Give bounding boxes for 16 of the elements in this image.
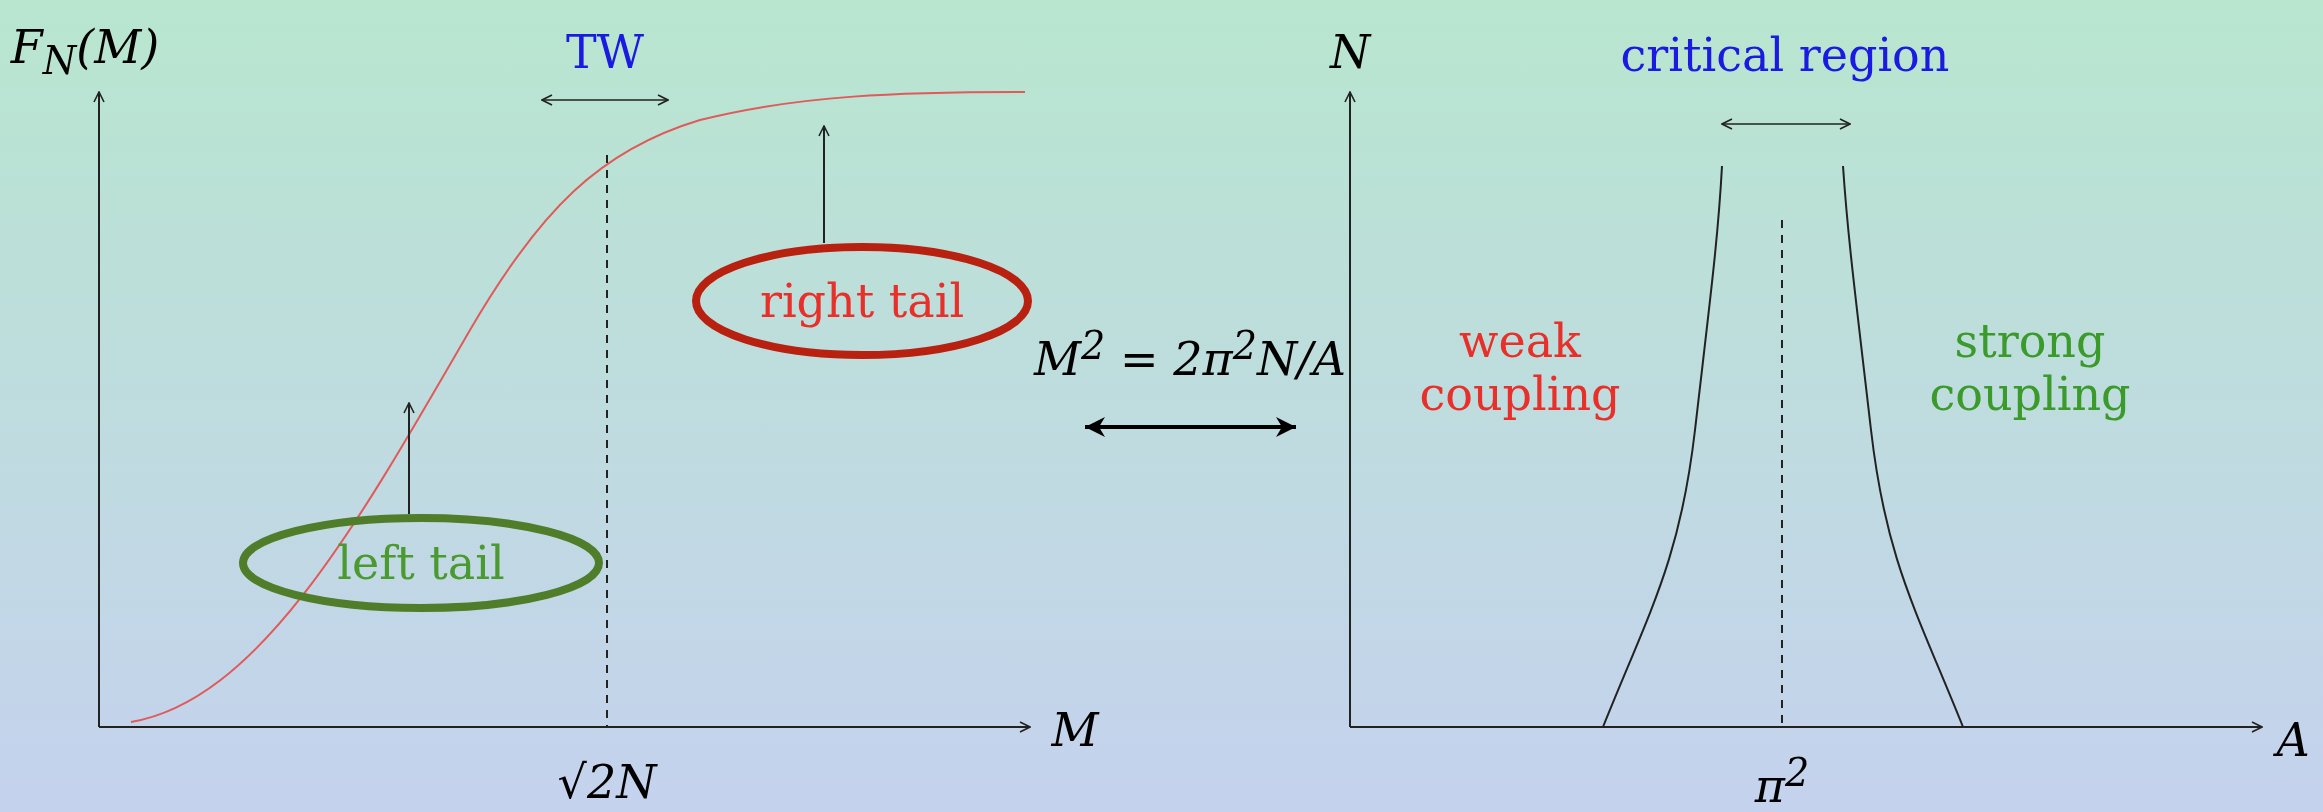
axis-label: N: [1329, 25, 1371, 79]
axis-label: F$_{N}$(M): [10, 21, 160, 83]
axis-label: M: [1051, 703, 1099, 757]
leader-arrow: [818, 125, 830, 244]
region-label: critical region: [1620, 28, 1950, 82]
leader-arrow: [403, 402, 415, 515]
tail-label: right tail: [759, 274, 965, 328]
region-label: weak coupling: [1418, 315, 1622, 421]
range-label: TW: [566, 25, 644, 79]
tick-label: √2N: [557, 755, 657, 809]
ellipse-node: [238, 513, 604, 613]
tick-label: π$^{2}$: [1754, 750, 1810, 812]
region-label: strong coupling: [1928, 315, 2132, 421]
equation: M$^{2}$ = 2π$^{2}$N/A: [1033, 323, 1347, 387]
tail-label: left tail: [337, 536, 505, 590]
ellipse-node: [691, 242, 1033, 360]
